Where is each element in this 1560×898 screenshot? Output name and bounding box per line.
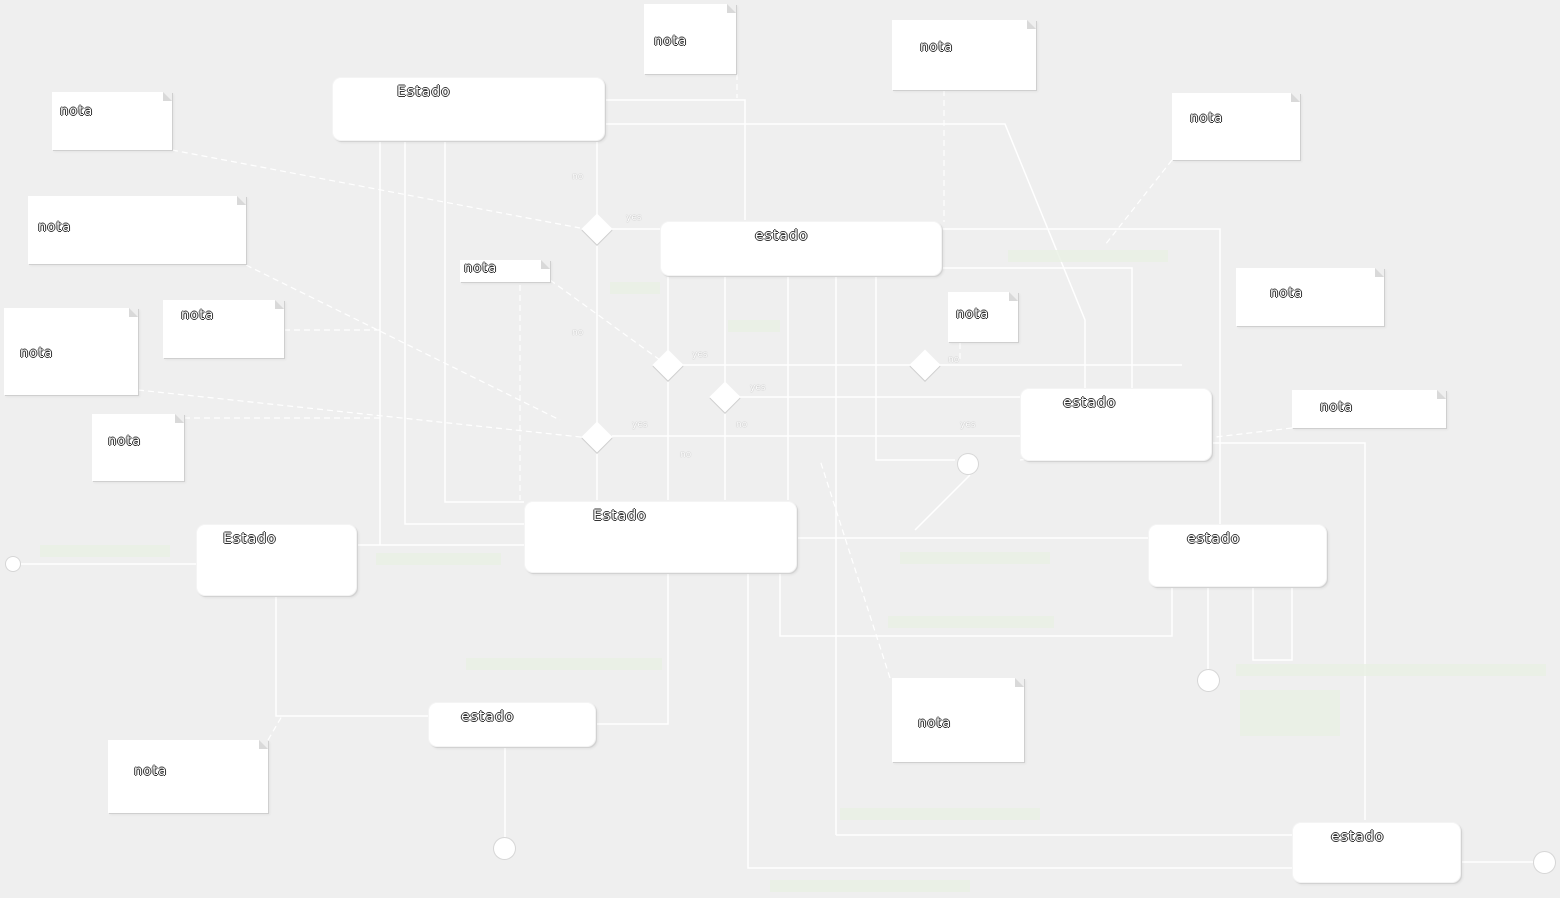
note-anchors [137, 74, 1293, 741]
guard-label: no [948, 355, 960, 365]
transition-line [604, 99, 746, 220]
transition-label [40, 545, 170, 557]
state-node[interactable]: Estado [524, 501, 797, 573]
state-label: Estado [223, 531, 277, 547]
note-label: nota [60, 104, 94, 119]
transition-label [1236, 664, 1546, 676]
guard-label: no [572, 328, 584, 338]
note-label: nota [20, 346, 54, 361]
guard-label: yes [632, 420, 648, 430]
guard-label: yes [692, 350, 708, 360]
state-node[interactable]: estado [1148, 524, 1327, 587]
note[interactable]: nota [1292, 390, 1446, 428]
state-label: estado [461, 709, 515, 725]
transition-label [770, 880, 970, 892]
note-label: nota [654, 34, 688, 49]
note-anchor [549, 279, 661, 361]
note-label: nota [1320, 400, 1354, 415]
state-node[interactable]: estado [1292, 822, 1461, 883]
transition-line [1252, 586, 1293, 661]
transition-line [404, 140, 524, 525]
transition-label [1008, 250, 1168, 262]
note[interactable]: nota [460, 260, 550, 282]
state-label: Estado [397, 84, 451, 100]
note-label: nota [918, 716, 952, 731]
transition-line [594, 572, 669, 725]
transition-line [444, 140, 524, 503]
note-label: nota [1190, 111, 1224, 126]
transition-line [275, 594, 428, 717]
note-label: nota [181, 308, 215, 323]
junction-node[interactable] [958, 454, 978, 474]
state-node[interactable]: estado [1020, 388, 1212, 461]
note[interactable]: nota [163, 300, 284, 358]
guard-label: yes [960, 420, 976, 430]
state-node[interactable]: Estado [196, 524, 357, 596]
note-label: nota [108, 434, 142, 449]
note[interactable]: nota [644, 4, 736, 74]
state-node[interactable]: estado [660, 221, 942, 276]
guard-label: no [572, 172, 584, 182]
transition-label [728, 320, 780, 332]
transition-label [1240, 690, 1340, 736]
note[interactable]: nota [892, 20, 1036, 90]
note[interactable]: nota [1172, 93, 1300, 160]
transition-label [610, 282, 660, 294]
state-label: estado [1331, 829, 1385, 845]
guard-label: no [680, 450, 692, 460]
note[interactable]: nota [92, 414, 184, 481]
transition-line [604, 123, 1086, 388]
note-label: nota [920, 40, 954, 55]
transition-line [914, 474, 971, 531]
state-label: estado [755, 228, 809, 244]
note-anchor [137, 389, 591, 439]
note-label: nota [956, 307, 990, 322]
transition-label [900, 552, 1050, 564]
state-label: estado [1063, 395, 1117, 411]
note[interactable]: nota [892, 678, 1024, 762]
guard-label: yes [626, 213, 642, 223]
transition-line [940, 267, 1133, 388]
note-anchor [1104, 159, 1173, 246]
note[interactable]: nota [28, 196, 246, 264]
note-anchor [245, 264, 561, 421]
state-label: Estado [593, 508, 647, 524]
note[interactable]: nota [52, 92, 172, 150]
note-anchor [267, 715, 283, 741]
state-node[interactable]: estado [428, 702, 596, 747]
state-node[interactable]: Estado [332, 77, 605, 141]
transition-label [466, 658, 662, 670]
guard-label: no [736, 420, 748, 430]
initial-node[interactable] [6, 557, 20, 571]
transition-line [1210, 442, 1366, 820]
note-anchor [819, 459, 891, 679]
transition-label [840, 808, 1040, 820]
note[interactable]: nota [1236, 268, 1384, 326]
note[interactable]: nota [4, 308, 138, 395]
note[interactable]: nota [108, 740, 268, 813]
note-label: nota [134, 764, 168, 779]
transition-label [888, 616, 1054, 628]
transition-line [779, 572, 1173, 637]
final-node[interactable] [494, 838, 515, 859]
note-label: nota [1270, 286, 1304, 301]
connectors [14, 99, 1534, 869]
transition-label [376, 553, 501, 565]
note-label: nota [464, 261, 498, 276]
note[interactable]: nota [948, 292, 1018, 342]
final-node[interactable] [1534, 852, 1555, 873]
final-node[interactable] [1198, 670, 1219, 691]
state-label: estado [1187, 531, 1241, 547]
note-anchor [1019, 427, 1293, 461]
transition-line [940, 228, 1221, 524]
note-label: nota [38, 220, 72, 235]
transition-line [875, 275, 955, 461]
transition-line [747, 572, 1292, 869]
guard-label: yes [750, 383, 766, 393]
